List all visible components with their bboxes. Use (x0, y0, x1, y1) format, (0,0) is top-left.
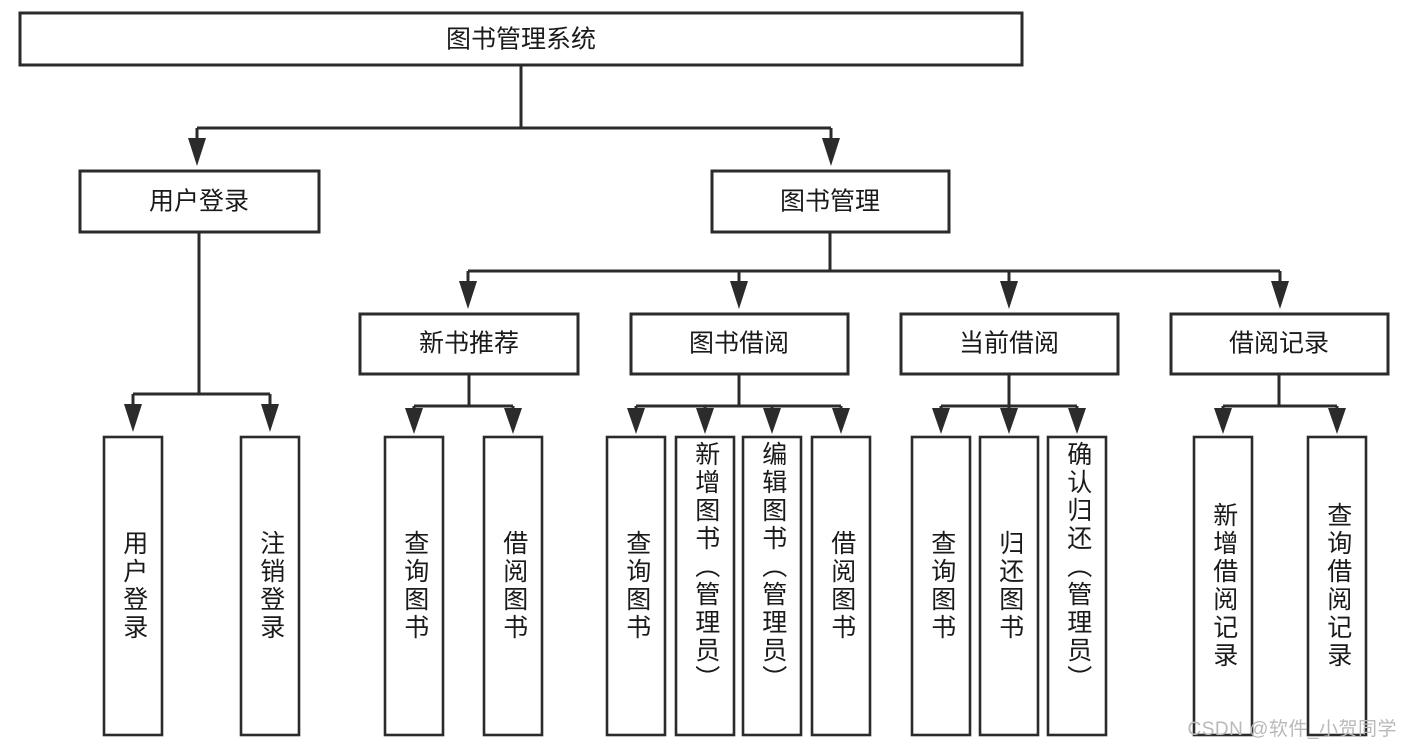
leaf-box-borrow-book[interactable] (810, 435, 872, 737)
node-borrow-record[interactable]: 借阅记录 (1169, 312, 1390, 376)
level2-label-book-management: 图书管理 (780, 188, 880, 216)
arrow-head-icon (832, 408, 850, 434)
arrow-head-icon (1000, 281, 1018, 309)
level3-label-book-borrow: 图书借阅 (689, 330, 789, 358)
arrow-head-icon (459, 281, 477, 309)
leaf-box-add-book-admin[interactable] (674, 435, 736, 737)
arrow-head-icon (1000, 408, 1018, 434)
node-user-login[interactable]: 用户登录 (78, 169, 321, 234)
level3-label-current-borrow: 当前借阅 (959, 330, 1059, 358)
leaf-box-borrow-book-rec[interactable] (482, 435, 544, 737)
arrow-head-icon (1328, 408, 1346, 434)
arrow-head-icon (405, 408, 423, 434)
arrow-head-icon (627, 408, 645, 434)
level2-box-user-login[interactable] (78, 169, 321, 234)
arrow-head-icon (261, 404, 279, 432)
connector-root-to-level2 (188, 65, 840, 166)
leaf-box-user-login[interactable] (102, 435, 164, 737)
leaf-box-confirm-return-admin[interactable] (1046, 435, 1108, 737)
level3-box-new-book-recommend[interactable] (358, 312, 580, 376)
node-current-borrow[interactable]: 当前借阅 (899, 312, 1120, 376)
arrow-head-icon (1068, 408, 1086, 434)
arrow-head-icon (932, 408, 950, 434)
arrow-head-icon (188, 138, 206, 166)
level3-label-borrow-record: 借阅记录 (1229, 330, 1329, 358)
node-root[interactable]: 图书管理系统 (18, 11, 1024, 67)
root-box[interactable] (18, 11, 1024, 67)
connector-book-borrow-to-leaves (627, 374, 850, 434)
leaf-box-query-borrow-record[interactable] (1306, 435, 1368, 737)
arrow-head-icon (504, 408, 522, 434)
leaf-box-query-book-current[interactable] (910, 435, 972, 737)
leaf-box-add-borrow-record[interactable] (1192, 435, 1254, 737)
arrow-head-icon (730, 281, 748, 309)
arrow-head-icon (124, 404, 142, 432)
node-new-book-recommend[interactable]: 新书推荐 (358, 312, 580, 376)
level2-label-user-login: 用户登录 (149, 188, 249, 216)
leaf-box-query-book-rec[interactable] (383, 435, 445, 737)
arrow-head-icon (696, 408, 714, 434)
leaf-box-logout-login[interactable] (239, 435, 301, 737)
connector-borrow-record-to-leaves (1214, 374, 1346, 434)
arrow-head-icon (1214, 408, 1232, 434)
arrow-head-icon (1271, 281, 1289, 309)
level3-box-current-borrow[interactable] (899, 312, 1120, 376)
leaf-box-query-book-borrow[interactable] (605, 435, 667, 737)
connector-current-borrow-to-leaves (932, 374, 1086, 434)
watermark-text: CSDN @软件_小贺同学 (1187, 719, 1397, 740)
root-label: 图书管理系统 (446, 26, 596, 54)
connector-book-management-to-level3 (459, 232, 1289, 309)
node-book-borrow[interactable]: 图书借阅 (629, 312, 850, 376)
connector-new-book-recommend-to-leaves (405, 374, 522, 434)
arrow-head-icon (822, 138, 840, 166)
level3-label-new-book-recommend: 新书推荐 (419, 330, 519, 358)
connector-user-login-to-leaves (124, 232, 279, 432)
leaf-box-return-book[interactable] (978, 435, 1040, 737)
node-book-management[interactable]: 图书管理 (710, 169, 951, 234)
arrow-head-icon (763, 408, 781, 434)
leaf-box-edit-book-admin[interactable] (741, 435, 803, 737)
